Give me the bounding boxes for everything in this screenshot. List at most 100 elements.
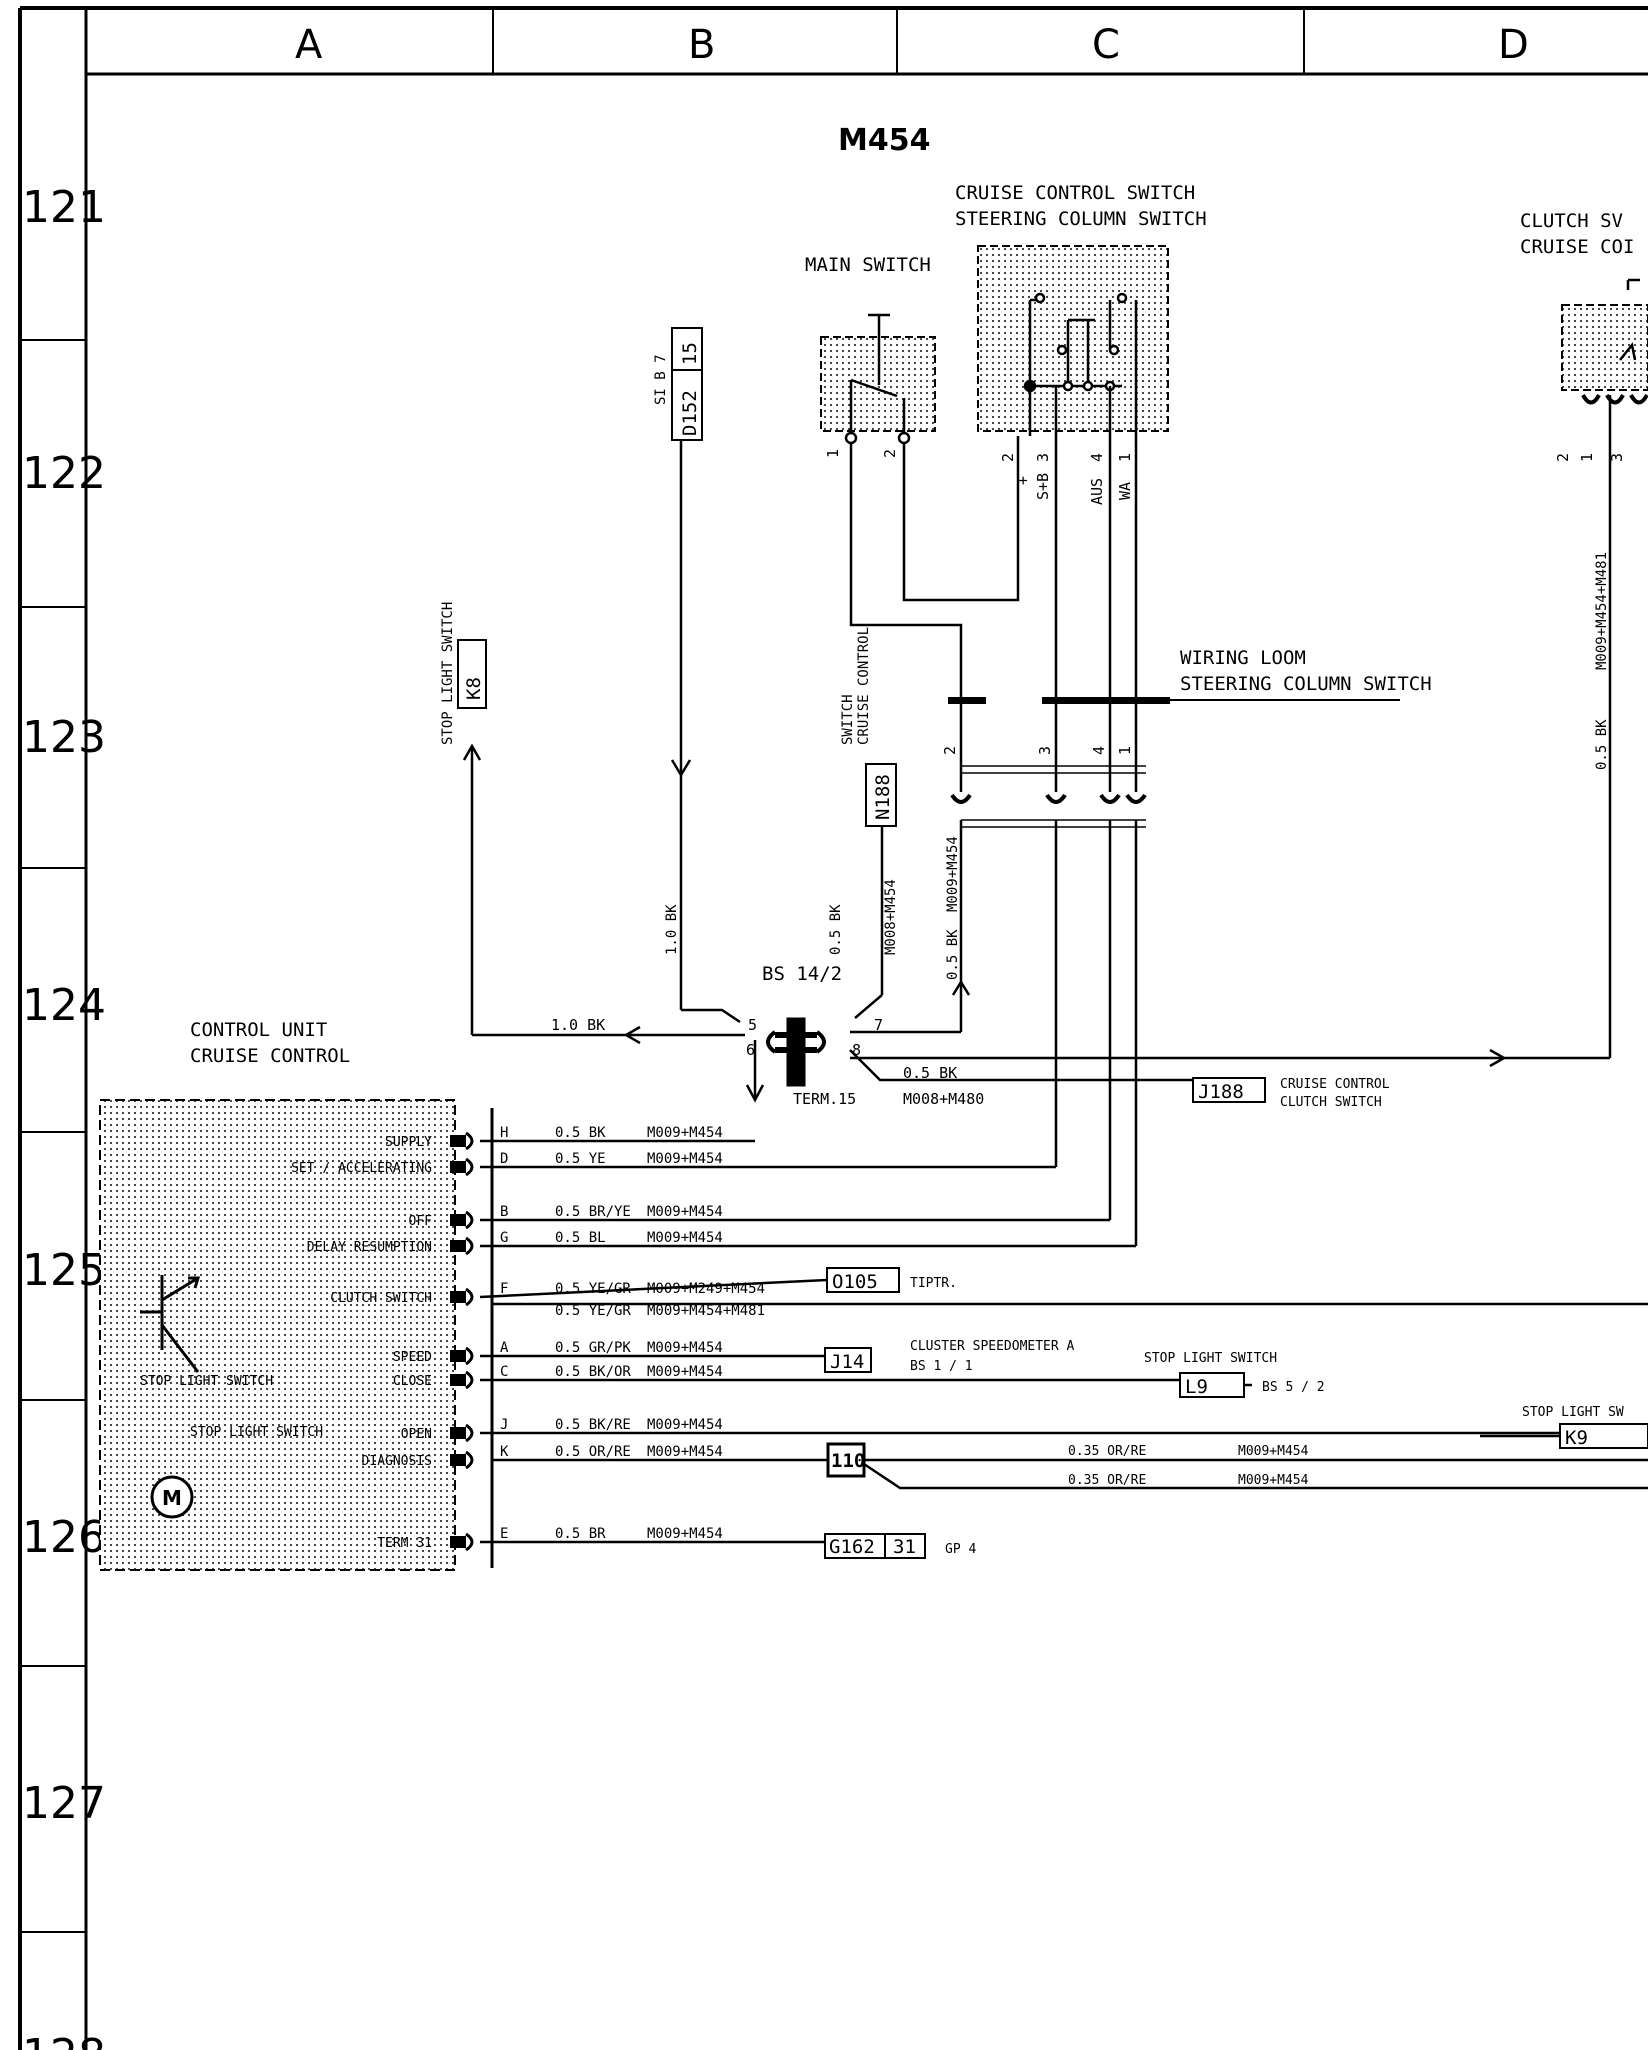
n188-label: N188 [872,774,894,820]
ecu-pin-letter: C [500,1364,508,1380]
ecu-pin-socket [465,1346,474,1366]
diag-wire-1: 0.35 OR/RE [1068,1444,1146,1459]
ecu-pin-socket [465,1450,474,1470]
stop-light-switch-v: STOP LIGHT SWITCH [440,602,456,745]
ecu-pin-socket [465,1287,474,1307]
ccs-pin-4: 4 [1088,453,1106,462]
loom-connectors [950,793,1147,804]
ecu-wire-code: M009+M454 [647,1151,723,1167]
stop-light-switch-l9: STOP LIGHT SWITCH [1144,1351,1277,1366]
clutch-label-2: CRUISE COI [1520,236,1634,258]
g162-box [824,1533,886,1559]
row-128: 128 [22,2030,106,2050]
ecu-pin-plug [450,1350,466,1362]
ccs-pin-plus: + [1014,476,1032,485]
ccs-pin-1: 1 [1116,453,1134,462]
tiptr-label: TIPTR. [910,1276,957,1291]
k8-label: K8 [463,677,485,700]
ecu-pin-letter: D [500,1151,508,1167]
row-124: 124 [22,980,106,1031]
ecu-pin-letter: E [500,1526,508,1542]
ecu-pin-plug [450,1291,466,1303]
ecu-pin-name: SET / ACCELERATING [291,1161,432,1176]
wiring-loom-label-1: WIRING LOOM [1180,647,1306,669]
j14-label: J14 [830,1351,864,1373]
ecu-wire-spec: 0.5 BK [555,1125,606,1141]
ecu-wire-code: M009+M454 [647,1230,723,1246]
ecu-wire-spec: 0.5 BK/RE [555,1417,631,1433]
wire-05bk-h: 0.5 BK [903,1064,957,1082]
main-switch-label: MAIN SWITCH [805,254,931,276]
ccs-label-1: CRUISE CONTROL SWITCH [955,182,1195,204]
frame-grid [18,6,1648,2050]
diag-wire-2: 0.35 OR/RE [1068,1473,1146,1488]
loom-pin-3: 3 [1036,746,1054,755]
ecu-wire-spec: 0.5 BL [555,1230,606,1246]
ecu-pin-name: SPEED [393,1350,432,1365]
j188-desc-1: CRUISE CONTROL [1280,1077,1390,1092]
g162-label: G162 [829,1536,875,1558]
ecu-pin-socket [465,1157,474,1177]
ccs-pin-aus: AUS [1088,478,1106,505]
row-123: 123 [22,712,106,763]
ecu-wire-code: M009+M454 [647,1364,723,1380]
ecu-wire-code-2: M009+M454+M481 [647,1303,765,1319]
conn-pin-7: 7 [874,1016,883,1034]
row-126: 126 [22,1512,106,1563]
k9-label: K9 [1565,1427,1588,1449]
transistor-symbol [140,1275,201,1373]
loom-pin-4: 4 [1090,746,1108,755]
ecu-pin-plug [450,1214,466,1226]
ecu-wire-spec: 0.5 BR/YE [555,1204,631,1220]
ccs-pin-wa: WA [1116,482,1134,500]
wire-m008-v: M008+M454 [883,879,899,955]
bs14-connector [766,1017,826,1087]
diag-code-2: M009+M454 [1238,1473,1309,1488]
bs14-label: BS 14/2 [762,963,842,985]
ecu-wire-spec: 0.5 OR/RE [555,1444,631,1460]
ccs-pin-3: 3 [1034,453,1052,462]
ecu-pin-plug [450,1161,466,1173]
ecu-wire-code: M009+M454 [647,1526,723,1542]
conn-pin-8: 8 [852,1041,861,1059]
j188-box [1192,1077,1266,1103]
bs5-2-label: BS 5 / 2 [1262,1380,1325,1395]
clutch-switch-box [1561,304,1648,391]
d152-box [671,327,703,441]
ecu-pin-name: OPEN [401,1427,432,1442]
k9-box [1559,1423,1648,1449]
term15-label: TERM.15 [793,1090,856,1108]
clutch-switch-internals [1581,278,1648,405]
arrows [462,743,1507,1103]
stop-light-sw-k9: STOP LIGHT SW [1522,1405,1624,1420]
row-121: 121 [22,182,106,233]
ecu-pin-name: OFF [409,1214,433,1229]
diag-code-1: M009+M454 [1238,1444,1309,1459]
conn-pin-6: 6 [746,1041,755,1059]
ecu-wire-line-o105 [479,1278,828,1299]
ecu-wire-code: M009+M454 [647,1204,723,1220]
wire-05bk-v2: 0.5 BK [945,929,961,980]
ecu-pin-socket [465,1131,474,1151]
control-unit-label-1: CONTROL UNIT [190,1019,327,1041]
ecu-wire-spec: 0.5 BR [555,1526,606,1542]
ecu-pin-socket [465,1210,474,1230]
ecu-pin-name: SUPPLY [385,1135,432,1150]
ecu-pin-plug [450,1135,466,1147]
ecu-pin-socket [465,1236,474,1256]
loom-pin-1: 1 [1116,746,1134,755]
col-a: A [295,22,323,68]
cluster-speedo-label: CLUSTER SPEEDOMETER A [910,1339,1075,1354]
control-unit-label-2: CRUISE CONTROL [190,1045,350,1067]
j14-box [824,1347,872,1373]
c110-box [826,1442,866,1478]
ecu-pin-plug [450,1240,466,1252]
gp4-label: GP 4 [945,1542,976,1557]
ecu-wire-code: M009+M454 [647,1125,723,1141]
wire-05bk-v1: 0.5 BK [828,904,844,955]
d152-pin: 15 [679,342,701,365]
ecu-pin-name: TERM 31 [377,1536,432,1551]
ecu-stop-light-2: STOP LIGHT SWITCH [190,1425,323,1440]
ecu-stop-light-1: STOP LIGHT SWITCH [140,1374,273,1389]
clutch-label-1: CLUTCH SV [1520,210,1623,232]
